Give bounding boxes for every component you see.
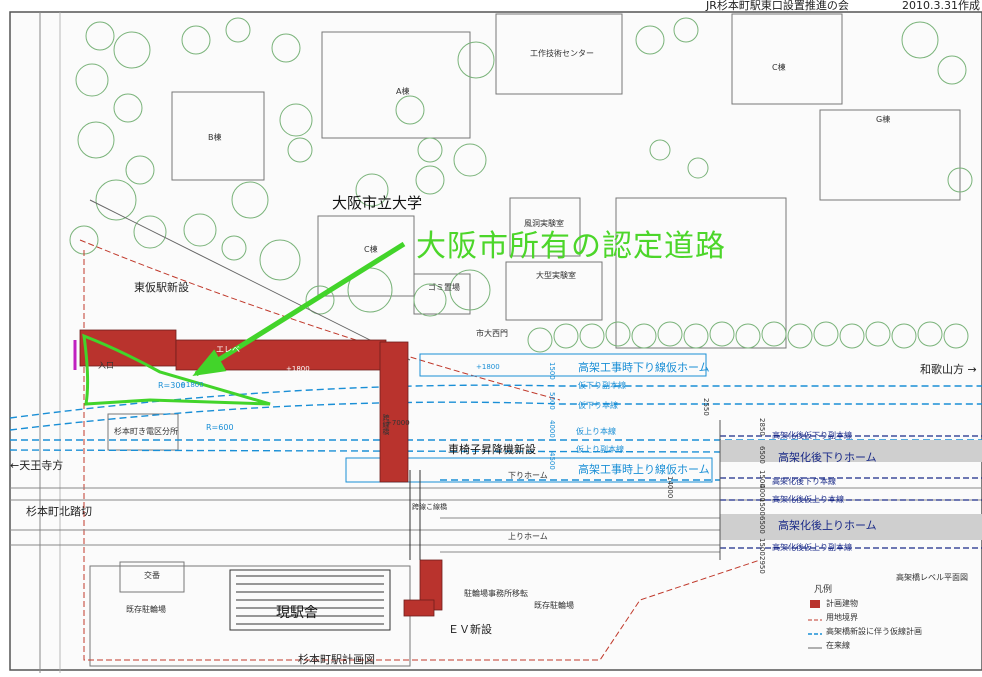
label-old-station: 現駅舎	[276, 605, 318, 621]
track-after-up-main: 高架化後仮上り本線	[772, 495, 844, 504]
label-wind-tunnel: 風洞実験室	[524, 219, 564, 228]
label-r300: R=300	[158, 381, 186, 390]
dim-1500b: 1500	[758, 498, 766, 516]
label-building-b: B棟	[208, 133, 222, 142]
label-garbage: ゴミ置場	[428, 283, 460, 292]
viaduct-after	[719, 420, 982, 560]
label-r600: R=600	[206, 423, 234, 432]
building-large-lab	[505, 261, 603, 321]
track-temp-down-platform: 高架工事時下り線仮ホーム	[578, 361, 710, 374]
track-after-down-platform: 高架化後下りホーム	[778, 451, 877, 464]
dim-1500c: 1500	[758, 538, 766, 556]
label-police-box: 交番	[144, 571, 160, 580]
dim-v14000: 14000	[666, 476, 674, 499]
garbage-area	[413, 273, 471, 315]
label-elevator: エレベ	[216, 345, 240, 354]
building-b	[171, 91, 265, 181]
dim-1500a: 1500	[758, 470, 766, 488]
dim-v4500: 4500	[548, 452, 556, 470]
site-boundary	[79, 239, 761, 661]
track-temp-up-sub: 仮上り副本線	[576, 445, 624, 454]
campus-buildings	[89, 13, 961, 667]
building-right	[615, 197, 787, 349]
dim-v1500: 1500	[548, 362, 556, 380]
temporary-lines	[9, 384, 982, 481]
legend-item-temp-line: 高架橋新設に伴う仮線計画	[826, 627, 922, 636]
dim-6500a: 6500	[758, 446, 766, 464]
label-tennoji: ←天王寺方	[10, 459, 64, 472]
track-after-up-platform: 高架化後上りホーム	[778, 519, 877, 532]
label-building-c-upper: C棟	[772, 63, 786, 72]
building-wind-tunnel	[509, 197, 581, 257]
label-existing-bike-lot2: 既存駐輪場	[534, 601, 574, 610]
label-platform-up: 上りホーム	[508, 532, 548, 541]
dim-4000: 4000	[758, 484, 766, 502]
header-title: JR杉本町駅東口設置推進の会	[706, 0, 849, 12]
label-existing-bike-lot: 既存駐輪場	[126, 605, 166, 614]
label-large-lab: 大型実験室	[536, 271, 576, 280]
dim-7000: +7000	[386, 419, 410, 427]
dim-6500b: 6500	[758, 516, 766, 534]
dim-1800a: +1800	[180, 381, 204, 389]
dim-v4000: 4000	[548, 420, 556, 438]
track-after-down-sub: 高架化後仮下り副本線	[772, 431, 852, 440]
label-platform-down: 下りホーム	[508, 471, 548, 480]
legend-title: 凡例	[814, 585, 833, 595]
label-plan-title: 杉本町駅計画図	[298, 653, 375, 666]
label-bike-lot-relocation: 駐輪場事務所移転	[464, 589, 528, 598]
legend-item-existing-line: 在来線	[826, 641, 850, 650]
label-building-a: A棟	[396, 87, 410, 96]
track-after-down-main: 高架化後下り本線	[772, 477, 836, 486]
label-building-g: G棟	[876, 115, 891, 124]
track-temp-up-platform: 高架工事時上り線仮ホーム	[578, 463, 710, 476]
header-date: 2010.3.31作成	[902, 0, 980, 12]
label-engineering: 工作技術センター	[530, 49, 594, 58]
green-annotation	[82, 241, 406, 406]
dim-v5000: 5000	[548, 392, 556, 410]
building-c-upper	[731, 13, 843, 105]
label-entrance: 入口	[98, 361, 114, 370]
building-a	[321, 31, 471, 139]
building-engineering	[495, 13, 623, 95]
legend-box	[808, 600, 822, 649]
building-c-lower	[317, 215, 415, 297]
track-temp-down-sub: 仮下り副本線	[578, 381, 626, 390]
label-ev-new: ＥＶ新設	[448, 623, 492, 636]
label-building-c-lower: C棟	[364, 245, 378, 254]
dim-1800-right: +1800	[476, 363, 500, 371]
dim-2950: 2950	[758, 556, 766, 574]
label-crossover: 跨線橋	[382, 414, 390, 435]
annotation-text: 大阪市所有の認定道路	[416, 229, 726, 264]
track-after-up-sub: 高架化後仮上り副本線	[772, 543, 852, 552]
trees	[69, 17, 973, 353]
label-wakayama: 和歌山方 →	[920, 363, 977, 376]
track-temp-down-main: 仮下り本線	[578, 401, 618, 410]
building-g	[819, 109, 961, 201]
legend-item-planned: 計画建物	[826, 599, 858, 608]
temporary-platforms	[345, 353, 713, 483]
label-crossing: 杉本町北踏切	[26, 505, 92, 518]
label-new-east-station: 東仮駅新設	[134, 281, 189, 294]
label-substation: 杉本町き電区分所	[114, 427, 178, 436]
dim-1800b: +1800	[286, 365, 310, 373]
dim-2550: 2550	[702, 398, 710, 416]
police-box	[119, 561, 185, 593]
track-temp-up-main: 仮上り本線	[576, 427, 616, 436]
dim-2850: 2850	[758, 418, 766, 436]
campus-name: 大阪市立大学	[332, 194, 423, 212]
label-level-plan: 高架橋レベル平面図	[896, 573, 968, 582]
legend-item-boundary: 用地境界	[826, 613, 858, 622]
label-corridor: 跨線こ線橋	[412, 503, 447, 511]
label-east-gate: 市大西門	[476, 329, 508, 338]
label-wheelchair-lift: 車椅子昇降機新設	[448, 443, 536, 456]
existing-station	[229, 470, 421, 631]
